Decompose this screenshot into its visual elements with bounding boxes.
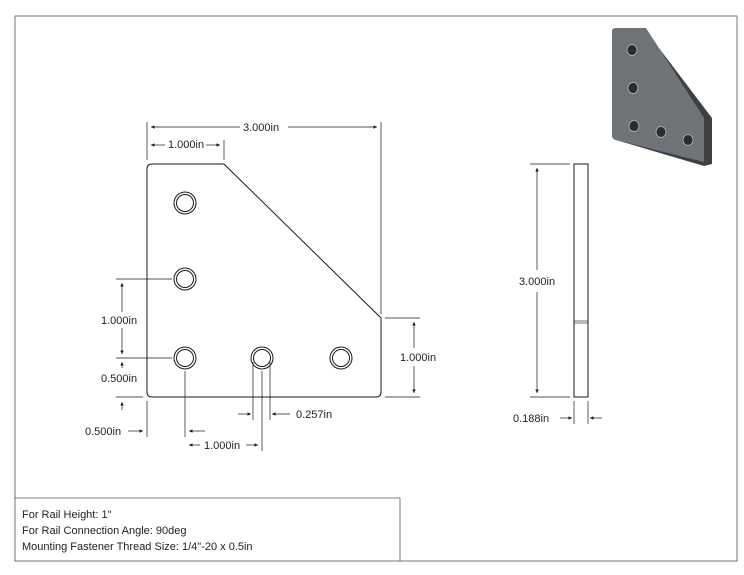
side-view (573, 163, 589, 398)
dim-thickness: 0.188in (513, 413, 549, 425)
hole (173, 267, 197, 291)
side-view-dimensions (530, 163, 602, 424)
note-rail-height: For Rail Height: 1" (22, 509, 112, 521)
dim-overall-width: 3.000in (243, 122, 279, 134)
hole (250, 346, 274, 370)
dim-hole-spacing-horizontal: 1.000in (204, 440, 240, 452)
iso-hole (682, 134, 694, 146)
iso-hole (628, 120, 640, 132)
dim-side-height: 3.000in (519, 276, 555, 288)
hole (329, 346, 353, 370)
isometric-view (612, 28, 712, 166)
dim-edge-offset-horizontal: 0.500in (85, 426, 121, 438)
iso-hole (627, 82, 639, 94)
dim-top-flat: 1.000in (168, 139, 204, 151)
iso-hole (626, 44, 638, 56)
dim-edge-offset-vertical: 0.500in (101, 373, 137, 385)
front-view-dimensions (116, 122, 420, 451)
front-view (146, 163, 382, 398)
iso-hole (655, 126, 667, 138)
side-profile (573, 163, 589, 398)
note-fastener: Mounting Fastener Thread Size: 1/4"-20 x… (22, 541, 253, 553)
hole (173, 191, 197, 215)
dim-hole-diameter: 0.257in (296, 409, 332, 421)
dim-right-edge-height: 1.000in (400, 352, 436, 364)
note-connection-angle: For Rail Connection Angle: 90deg (22, 525, 187, 537)
sheet-border (14, 15, 738, 562)
dim-hole-spacing-vertical: 1.000in (101, 315, 137, 327)
plate-outline (146, 163, 382, 398)
hole (173, 346, 197, 370)
